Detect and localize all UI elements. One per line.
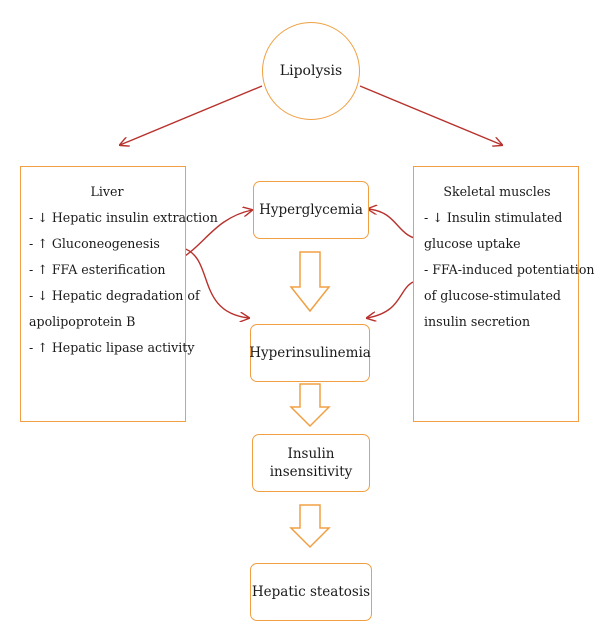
muscle-item: glucose uptake [424, 236, 521, 251]
insulin-insensitivity-box: Insulin insensitivity [252, 434, 370, 492]
block-arrow-3 [289, 504, 331, 549]
arrow-lipolysis-to-liver [120, 85, 263, 145]
muscle-item: - FFA-induced potentiation [424, 262, 595, 277]
liver-item: - ↑ Gluconeogenesis [29, 236, 160, 251]
liver-item: - ↓ Hepatic degradation of [29, 288, 200, 303]
liver-item: - ↑ Hepatic lipase activity [29, 340, 195, 355]
insensitivity-label-line1: Insulin [287, 446, 335, 462]
muscle-item: insulin secretion [424, 314, 531, 329]
hyperglycemia-label: Hyperglycemia [259, 202, 363, 218]
muscle-title: Skeletal muscles [443, 184, 551, 199]
arrow-liver-to-hyperinsulinemia [182, 247, 249, 318]
hepatic-steatosis-box: Hepatic steatosis [250, 563, 372, 621]
arrow-muscles-to-hyperinsulinemia [367, 281, 414, 318]
skeletal-muscles-box: Skeletal muscles - ↓ Insulin stimulated … [413, 166, 595, 422]
liver-item: - ↑ FFA esterification [29, 262, 166, 277]
muscle-item: of glucose-stimulated [424, 288, 561, 303]
steatosis-label: Hepatic steatosis [251, 584, 371, 600]
liver-item: - ↓ Hepatic insulin extraction [29, 210, 218, 225]
hyperglycemia-box: Hyperglycemia [253, 181, 369, 239]
hyperinsulinemia-box: Hyperinsulinemia [249, 324, 371, 382]
liver-title: Liver [90, 184, 124, 199]
insensitivity-label-line2: insensitivity [269, 464, 353, 480]
block-arrow-2 [289, 383, 331, 428]
liver-item: apolipoprotein B [29, 314, 136, 329]
liver-box: Liver - ↓ Hepatic insulin extraction - ↑… [20, 166, 218, 422]
muscle-item: - ↓ Insulin stimulated [424, 210, 563, 225]
lipolysis-node: Lipolysis [262, 22, 360, 120]
hyperinsulinemia-label: Hyperinsulinemia [249, 345, 371, 361]
arrow-lipolysis-to-muscles [359, 85, 502, 145]
lipolysis-label: Lipolysis [279, 63, 343, 79]
block-arrow-1 [289, 251, 331, 313]
